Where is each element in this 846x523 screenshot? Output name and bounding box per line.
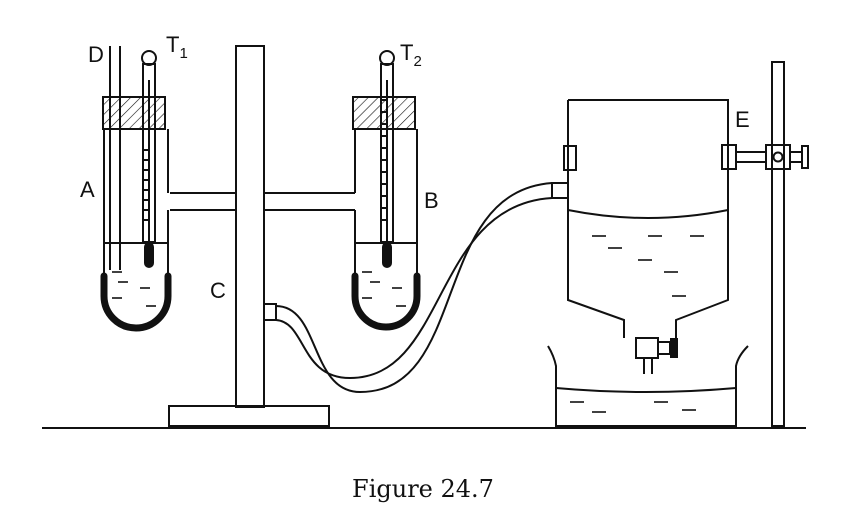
label-t1-sub: 1 [179,45,187,62]
central-stand-c [168,45,355,427]
label-t2-main: T [400,40,413,65]
rubber-hose [275,182,553,394]
retort-stand [721,61,809,427]
label-t2-sub: 2 [413,53,421,70]
label-d: D [88,42,104,67]
figure-caption: Figure 24.7 [352,475,494,503]
thermometer-t1 [141,50,157,268]
tube-d [109,46,121,270]
label-t1: T1 [166,32,188,62]
label-c: C [210,278,226,303]
stopcock [635,337,678,374]
tube-a [100,96,172,332]
label-a: A [80,177,95,202]
label-t2: T2 [400,40,422,70]
vessel-e [551,99,729,338]
tube-b [351,96,421,331]
thermometer-t2 [379,50,395,268]
label-t1-main: T [166,32,179,57]
label-e: E [735,107,750,132]
label-b: B [424,188,439,213]
collecting-basin [547,345,749,427]
